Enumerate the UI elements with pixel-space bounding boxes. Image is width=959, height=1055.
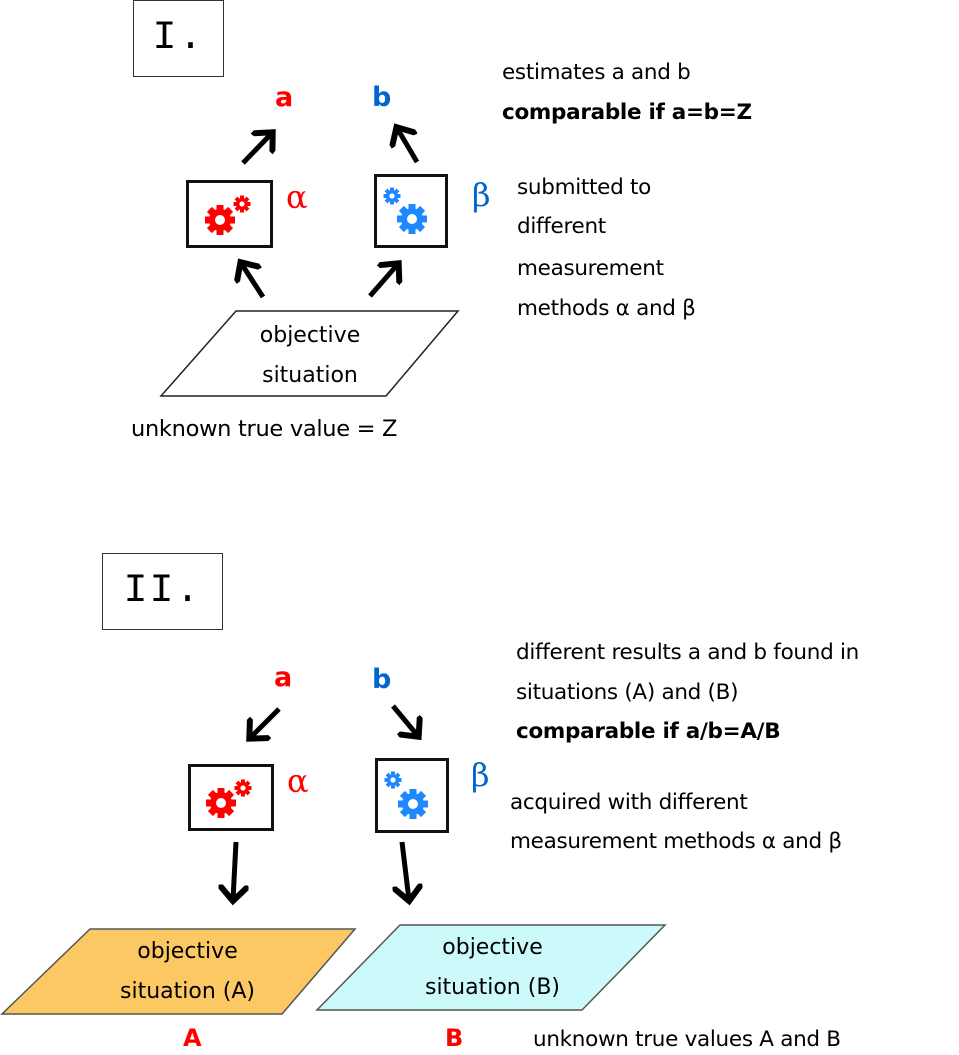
submitted-text-line-2: different xyxy=(517,214,606,239)
gears-icon xyxy=(384,771,428,819)
arrow-beta-to-b xyxy=(397,128,420,164)
comparable-condition-ii: comparable if a/b=A/B xyxy=(516,719,781,744)
method-alpha-box-ii xyxy=(188,764,274,831)
estimate-b: b xyxy=(372,82,392,113)
unknown-true-value-z: unknown true value = Z xyxy=(131,416,398,442)
section-label-i: I. xyxy=(133,0,224,77)
method-alpha-label: α xyxy=(286,178,308,216)
method-alpha-box xyxy=(186,180,273,248)
gears-icon xyxy=(383,187,427,234)
situation-a-line-2: situation (A) xyxy=(120,979,255,1004)
method-beta-box-ii xyxy=(375,758,449,833)
arrow-b-to-beta xyxy=(391,704,418,736)
objective-situation-b-text: objective situation (B) xyxy=(405,928,580,1008)
situation-b-line-2: situation (B) xyxy=(424,975,561,1000)
situation-line-2: situation xyxy=(262,363,358,388)
result-a: a xyxy=(274,662,293,693)
situation-b-line-1: objective xyxy=(442,935,543,960)
section-label-ii: II. xyxy=(102,553,223,630)
arrow-alpha-to-a xyxy=(241,133,272,165)
arrow-situation-to-alpha xyxy=(241,263,266,299)
unknown-true-values-text: unknown true values A and B xyxy=(533,1027,841,1052)
true-value-b: B xyxy=(445,1024,464,1052)
results-text-line-1: different results a and b found in xyxy=(516,640,859,665)
method-beta-box xyxy=(374,174,448,248)
situation-line-1: objective xyxy=(259,323,361,348)
gears-icon xyxy=(205,195,251,235)
gears-icon xyxy=(206,779,252,818)
method-beta-label: β xyxy=(472,176,491,214)
arrow-situation-to-beta xyxy=(368,264,398,298)
situation-a-line-1: objective xyxy=(137,939,238,964)
submitted-text-line-1: submitted to xyxy=(517,175,651,200)
acquired-text-line-2: measurement methods α and β xyxy=(510,829,842,854)
arrow-a-to-alpha xyxy=(250,707,281,738)
section-label-i-text: I. xyxy=(152,16,205,61)
estimate-a: a xyxy=(275,82,294,113)
arrow-beta-to-situation-b xyxy=(402,841,409,900)
acquired-text-line-1: acquired with different xyxy=(510,790,748,815)
arrow-alpha-to-situation-a xyxy=(233,841,236,900)
result-b: b xyxy=(372,664,392,695)
method-alpha-label-ii: α xyxy=(287,762,309,800)
estimates-text: estimates a and b xyxy=(502,60,691,85)
section-label-ii-text: II. xyxy=(123,569,202,614)
results-text-line-2: situations (A) and (B) xyxy=(516,680,739,705)
submitted-text-line-3: measurement xyxy=(517,256,664,281)
objective-situation-a-text: objective situation (A) xyxy=(100,932,275,1012)
comparable-condition-i: comparable if a=b=Z xyxy=(502,100,752,125)
submitted-text-line-4: methods α and β xyxy=(517,296,696,321)
objective-situation-text: objective situation xyxy=(235,316,385,396)
true-value-a: A xyxy=(183,1024,202,1052)
method-beta-label-ii: β xyxy=(471,756,490,794)
